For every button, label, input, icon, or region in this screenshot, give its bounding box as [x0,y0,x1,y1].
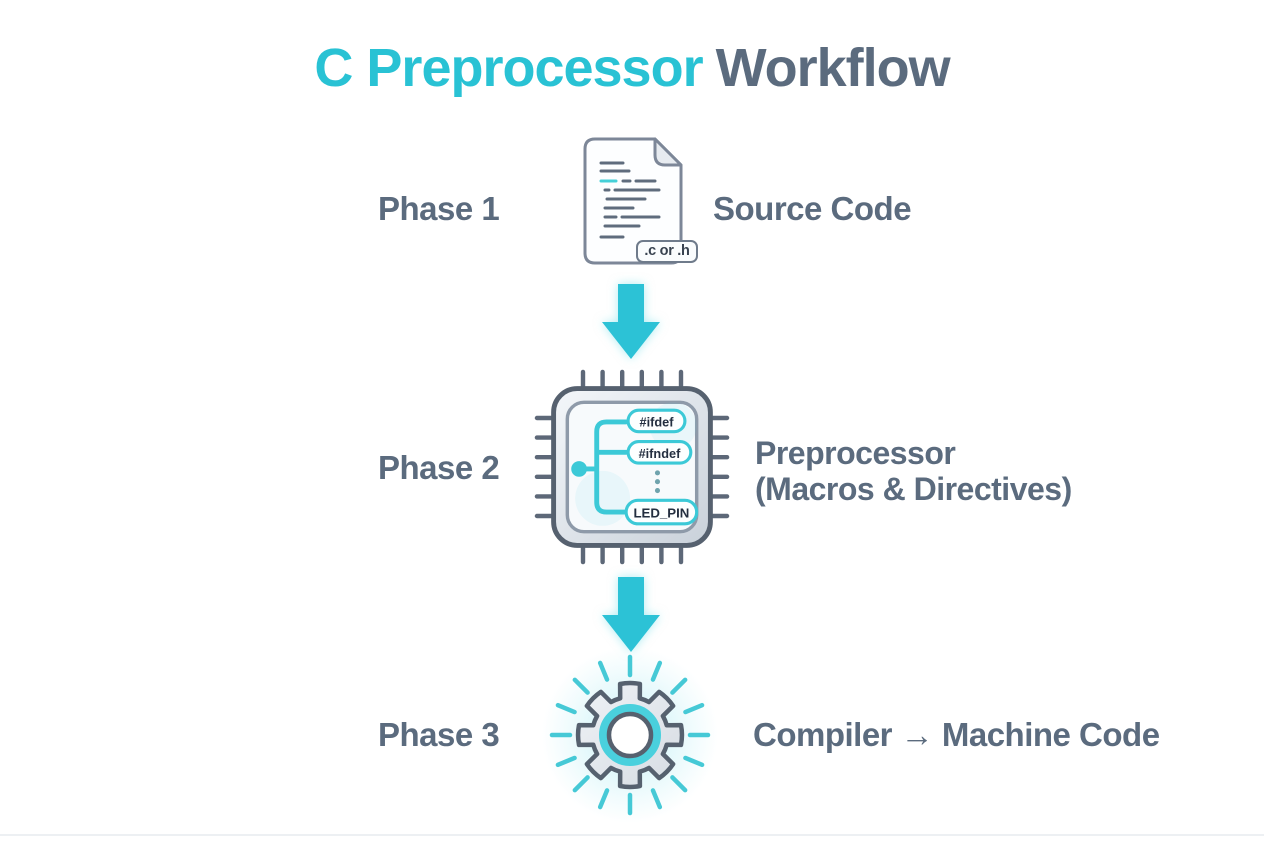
chip-label-ifdef: #ifdef [640,414,675,429]
trace-node-dot [571,461,587,477]
macro-pills: #ifdef #ifndef LED_PIN [624,408,699,526]
down-arrow-icon [602,284,660,359]
phase-2-label: Phase 2 [378,449,500,486]
microchip-icon: #ifdef #ifndef LED_PIN [534,369,730,565]
title-highlight: C Preprocessor [314,38,703,98]
chip-label-ledpin: LED_PIN [633,506,689,521]
chip-label-ifndef: #ifndef [639,446,682,461]
title-rest: Workflow [715,38,951,98]
phase-3-description: Compiler → Machine Code [753,716,1160,753]
bottom-divider [0,834,1264,836]
ellipsis-dots [654,470,661,494]
phase-1-description: Source Code [713,190,912,227]
phase-3-label: Phase 3 [378,716,500,753]
phase-2-description-line2: (Macros & Directives) [755,471,1072,507]
gear-icon [542,647,718,823]
chip-pins [534,369,730,565]
code-lines [599,161,661,239]
file-extension-badge: .c or .h [636,240,698,263]
phase-2-description-line1: Preprocessor [755,435,956,471]
macro-tree [584,419,629,515]
gear-center [606,711,654,759]
source-file-icon [583,137,683,265]
gear-rays [549,654,711,816]
phase-1-label: Phase 1 [378,190,500,227]
down-arrow-icon [602,577,660,652]
gear-teal-ring [599,704,661,766]
phase-2-description: Preprocessor (Macros & Directives) [755,435,1072,507]
